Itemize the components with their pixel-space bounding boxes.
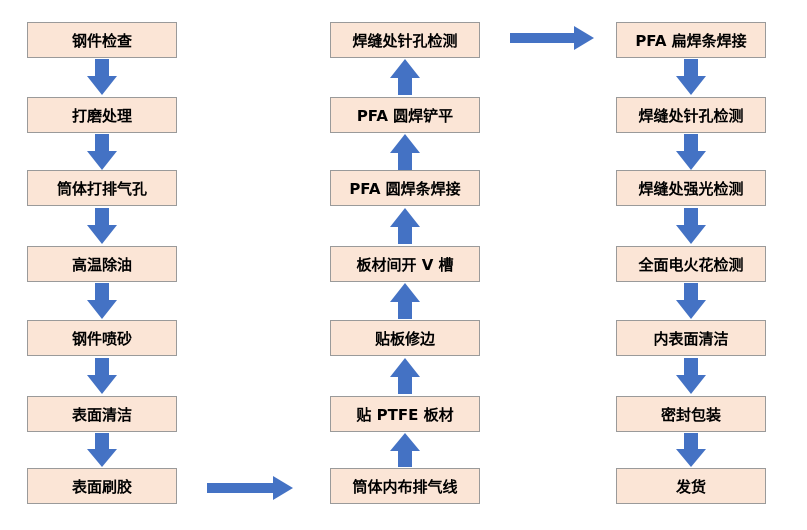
step-lay-vent-lines: 筒体内布排气线 (330, 468, 480, 504)
step-seal-packaging: 密封包装 (616, 396, 766, 432)
step-pfa-round-rod-welding: PFA 圆焊条焊接 (330, 170, 480, 206)
arrow-down-icon (87, 358, 117, 394)
step-surface-cleaning: 表面清洁 (27, 396, 177, 432)
arrow-down-icon (676, 134, 706, 170)
arrow-down-icon (676, 358, 706, 394)
arrow-down-icon (676, 208, 706, 244)
arrow-down-icon (676, 59, 706, 95)
arrow-up-icon (390, 59, 420, 95)
arrow-down-icon (87, 283, 117, 319)
step-v-groove-cutting: 板材间开 V 槽 (330, 246, 480, 282)
step-drill-vent-holes: 筒体打排气孔 (27, 170, 177, 206)
arrow-down-icon (87, 59, 117, 95)
step-weld-strong-light-test: 焊缝处强光检测 (616, 170, 766, 206)
step-apply-ptfe-sheet: 贴 PTFE 板材 (330, 396, 480, 432)
arrow-up-icon (390, 208, 420, 244)
arrow-right-icon (207, 476, 293, 500)
step-sandblasting: 钢件喷砂 (27, 320, 177, 356)
step-steel-inspection: 钢件检查 (27, 22, 177, 58)
arrow-up-icon (390, 134, 420, 170)
step-surface-gluing: 表面刷胶 (27, 468, 177, 504)
step-high-temp-degrease: 高温除油 (27, 246, 177, 282)
step-pfa-round-weld-flatten: PFA 圆焊铲平 (330, 97, 480, 133)
arrow-down-icon (87, 134, 117, 170)
arrow-up-icon (390, 433, 420, 467)
arrow-down-icon (87, 433, 117, 467)
step-inner-surface-clean: 内表面清洁 (616, 320, 766, 356)
step-grinding: 打磨处理 (27, 97, 177, 133)
arrow-down-icon (676, 283, 706, 319)
step-weld-pinhole-test-2: 焊缝处针孔检测 (616, 97, 766, 133)
step-weld-pinhole-test: 焊缝处针孔检测 (330, 22, 480, 58)
step-full-spark-test: 全面电火花检测 (616, 246, 766, 282)
arrow-up-icon (390, 283, 420, 319)
arrow-up-icon (390, 358, 420, 394)
arrow-down-icon (676, 433, 706, 467)
step-shipping: 发货 (616, 468, 766, 504)
arrow-right-icon (510, 26, 594, 50)
arrow-down-icon (87, 208, 117, 244)
step-pfa-flat-rod-welding: PFA 扁焊条焊接 (616, 22, 766, 58)
step-trim-edges: 贴板修边 (330, 320, 480, 356)
